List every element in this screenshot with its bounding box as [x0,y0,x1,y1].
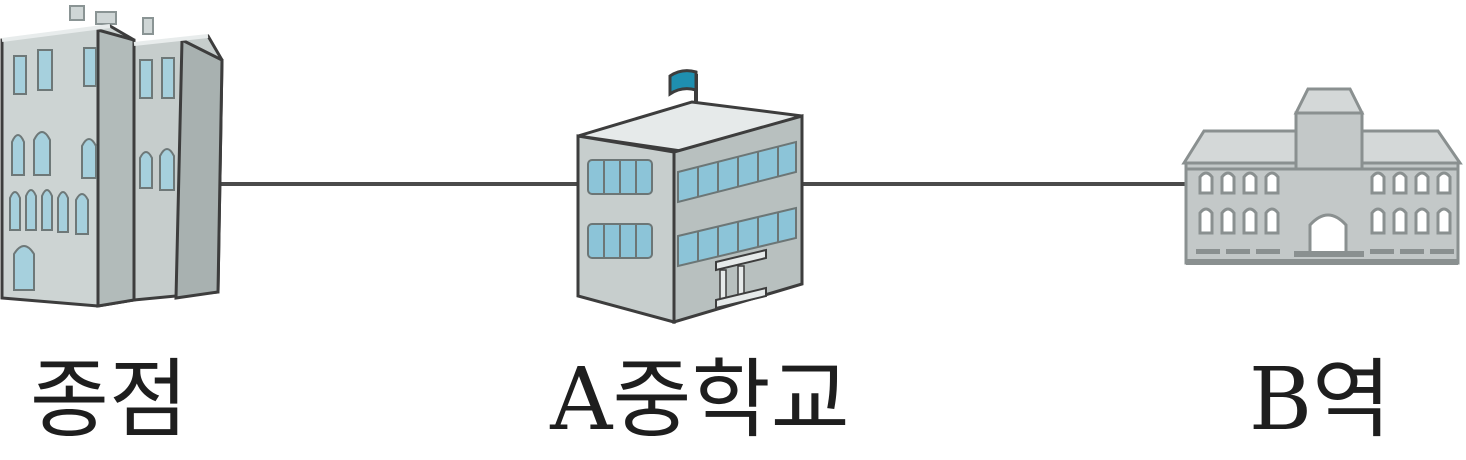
stop-label-start: 종점 [29,350,189,450]
stop-label-school: A중학교 [550,350,850,450]
school-building-icon [570,60,810,325]
stop-label-station: B역 [1248,350,1392,450]
old-building-icon [0,0,230,310]
station-building-icon [1180,85,1466,270]
route-segment-school-to-station [800,182,1190,186]
route-segment-start-to-school [215,182,585,186]
